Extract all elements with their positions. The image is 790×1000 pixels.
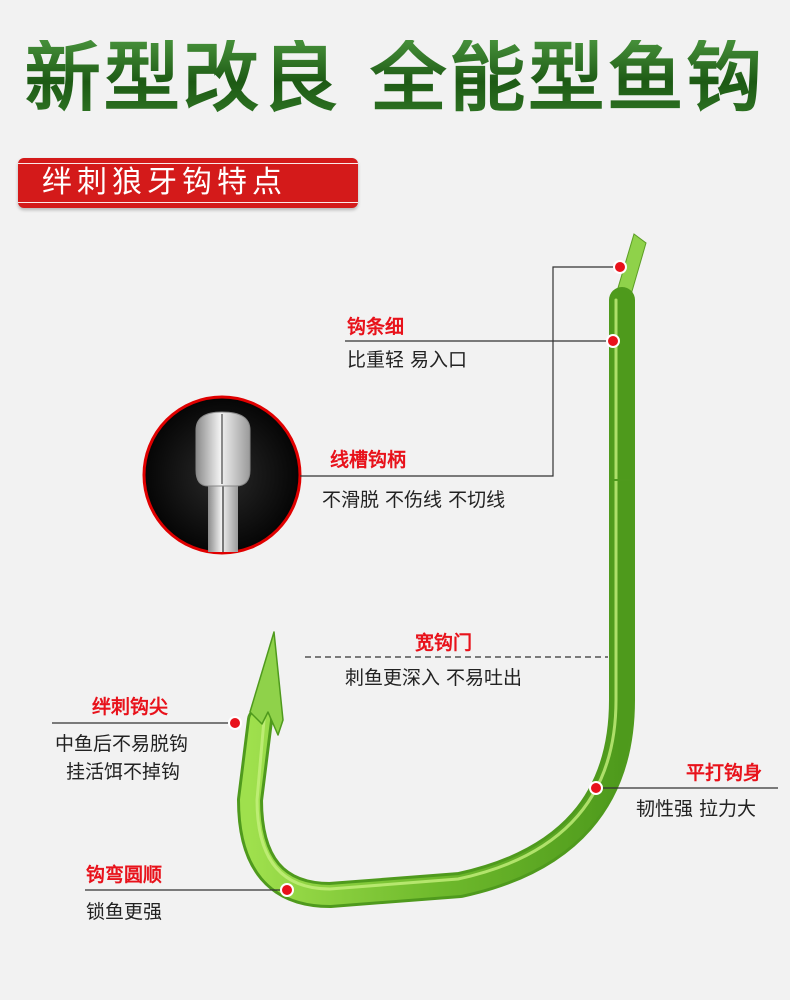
fishing-hook: [237, 233, 647, 908]
slotted-shank-desc: 不滑脱 不伤线 不切线: [322, 489, 506, 511]
barbed-point-desc-1: 中鱼后不易脱钩: [55, 733, 189, 755]
round-bend-desc: 锁鱼更强: [86, 901, 163, 923]
feature-badge: 绊刺狼牙钩特点: [18, 158, 358, 208]
wide-gap-desc: 刺鱼更深入 不易吐出: [345, 667, 523, 689]
headline: 新型改良 全能型鱼钩: [0, 40, 790, 116]
barbed-point-label: 绊刺钩尖: [92, 696, 169, 718]
shank-slot-closeup: [142, 395, 302, 555]
badge-text: 绊刺狼牙钩特点: [42, 165, 287, 200]
thin-wire-label: 钩条细: [347, 316, 405, 338]
round-bend-label: 钩弯圆顺: [86, 864, 163, 886]
barbed-point-desc-2: 挂活饵不掉钩: [66, 761, 181, 783]
badge-bottom-line: [18, 202, 358, 203]
thin-wire-desc: 比重轻 易入口: [347, 349, 468, 371]
slotted-shank-label: 线槽钩柄: [330, 449, 407, 471]
flat-body-label: 平打钩身: [686, 762, 763, 784]
wide-gap-label: 宽钩门: [415, 632, 473, 654]
callout-lines: [52, 260, 778, 897]
flat-body-desc: 韧性强 拉力大: [636, 798, 757, 820]
badge-top-line: [18, 163, 358, 164]
